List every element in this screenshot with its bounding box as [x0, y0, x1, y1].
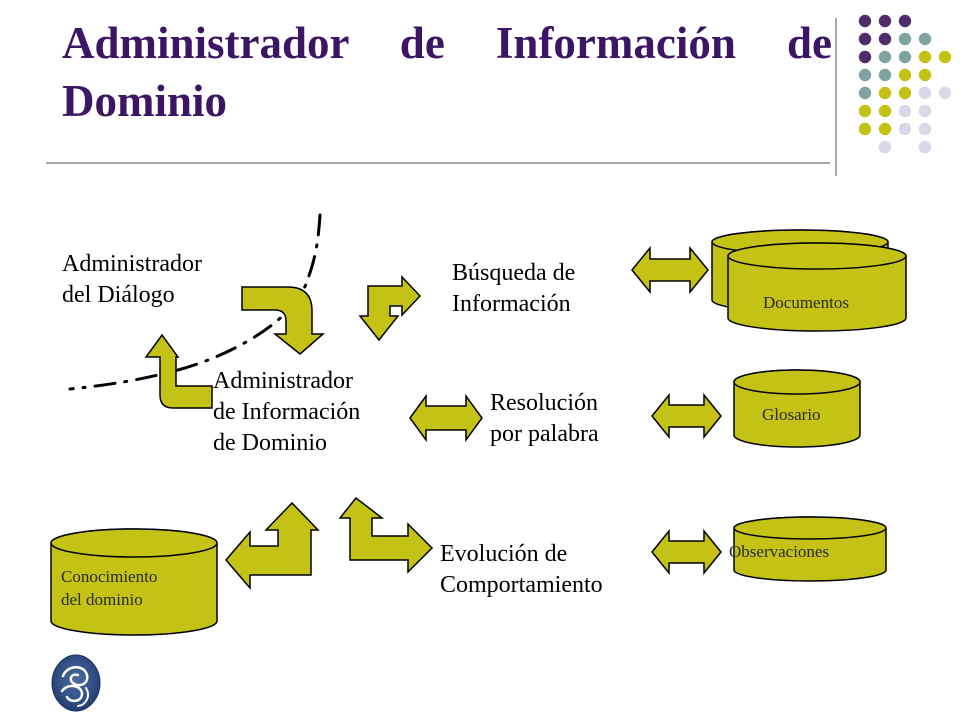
- spiral-logo-icon: [51, 654, 101, 712]
- domain-to-dialog-arrow: [144, 333, 213, 409]
- domain-manager-label-line-3: de Dominio: [213, 430, 327, 456]
- word-resolution-label-line-2: por palabra: [490, 421, 599, 447]
- dot-purple: [878, 32, 892, 46]
- dialog-manager-label: Administrador del Diálogo: [62, 249, 202, 311]
- domain-knowledge-store: [50, 528, 218, 636]
- dot-purple: [858, 14, 872, 28]
- dot-teal: [878, 68, 892, 82]
- documents-store-label: Documentos: [763, 293, 849, 312]
- behavior-evolution-label-line-1: Evolución de: [440, 541, 568, 567]
- word-resolution-label: Resolución por palabra: [490, 388, 599, 450]
- dialog-to-domain-arrow: [241, 286, 326, 355]
- dot-olive: [898, 86, 912, 100]
- glossary-store: [733, 369, 861, 448]
- domain-resolution-double-arrow: [409, 393, 483, 443]
- domain-manager-label: Administrador de Información de Dominio: [213, 366, 360, 459]
- domain-to-search-arrow: [358, 275, 422, 342]
- dot-lilac: [918, 122, 932, 136]
- domain-knowledge-store-label-line-1: Conocimiento: [61, 567, 158, 586]
- behavior-evolution-label-line-2: Comportamiento: [440, 572, 603, 598]
- dot-teal: [878, 50, 892, 64]
- documents-store: [711, 229, 907, 332]
- dot-teal: [918, 32, 932, 46]
- dot-olive: [878, 104, 892, 118]
- dialog-manager-label-line-1: Administrador: [62, 251, 202, 277]
- dot-purple: [898, 14, 912, 28]
- domain-manager-label-line-2: de Información: [213, 399, 361, 425]
- dot-olive: [918, 50, 932, 64]
- dot-lilac: [938, 86, 952, 100]
- observations-store-label: Observaciones: [729, 542, 830, 561]
- dot-lilac: [898, 104, 912, 118]
- dot-teal: [858, 68, 872, 82]
- domain-knowledge-store-label: Conocimiento del dominio: [61, 565, 157, 611]
- behavior-evolution-label: Evolución de Comportamiento: [440, 539, 603, 601]
- word-resolution-label-line-1: Resolución: [490, 390, 598, 416]
- dot-teal: [898, 50, 912, 64]
- dot-purple: [858, 50, 872, 64]
- dot-lilac: [918, 140, 932, 154]
- dot-olive: [858, 122, 872, 136]
- dialog-boundary-line: [68, 213, 322, 391]
- evolution-observations-double-arrow: [651, 528, 722, 576]
- slide-title: Administrador de Información de Dominio: [62, 18, 832, 126]
- dot-lilac: [918, 86, 932, 100]
- search-documents-double-arrow: [631, 245, 709, 295]
- decorative-dot-grid: [858, 14, 952, 154]
- resolution-glossary-double-arrow: [651, 392, 722, 440]
- dot-purple: [858, 32, 872, 46]
- dot-lilac: [918, 104, 932, 118]
- dot-olive: [878, 122, 892, 136]
- dialog-manager-label-line-2: del Diálogo: [62, 282, 175, 308]
- dot-olive: [938, 50, 952, 64]
- domain-knowledge-store-label-line-2: del dominio: [61, 590, 143, 609]
- information-search-label: Búsqueda de Información: [452, 258, 575, 320]
- domain-to-evolution-arrow: [338, 496, 434, 574]
- information-search-label-line-1: Búsqueda de: [452, 260, 576, 286]
- dot-lilac: [878, 140, 892, 154]
- domain-manager-label-line-1: Administrador: [213, 368, 353, 394]
- dot-olive: [858, 104, 872, 118]
- dot-olive: [898, 68, 912, 82]
- dot-olive: [918, 68, 932, 82]
- dot-lilac: [898, 122, 912, 136]
- dot-purple: [878, 14, 892, 28]
- dot-teal: [858, 86, 872, 100]
- domain-to-knowledge-arrow: [225, 501, 320, 591]
- dot-teal: [898, 32, 912, 46]
- information-search-label-line-2: Información: [452, 291, 571, 317]
- dot-olive: [878, 86, 892, 100]
- glossary-store-label: Glosario: [762, 405, 821, 424]
- observations-store: [733, 516, 887, 582]
